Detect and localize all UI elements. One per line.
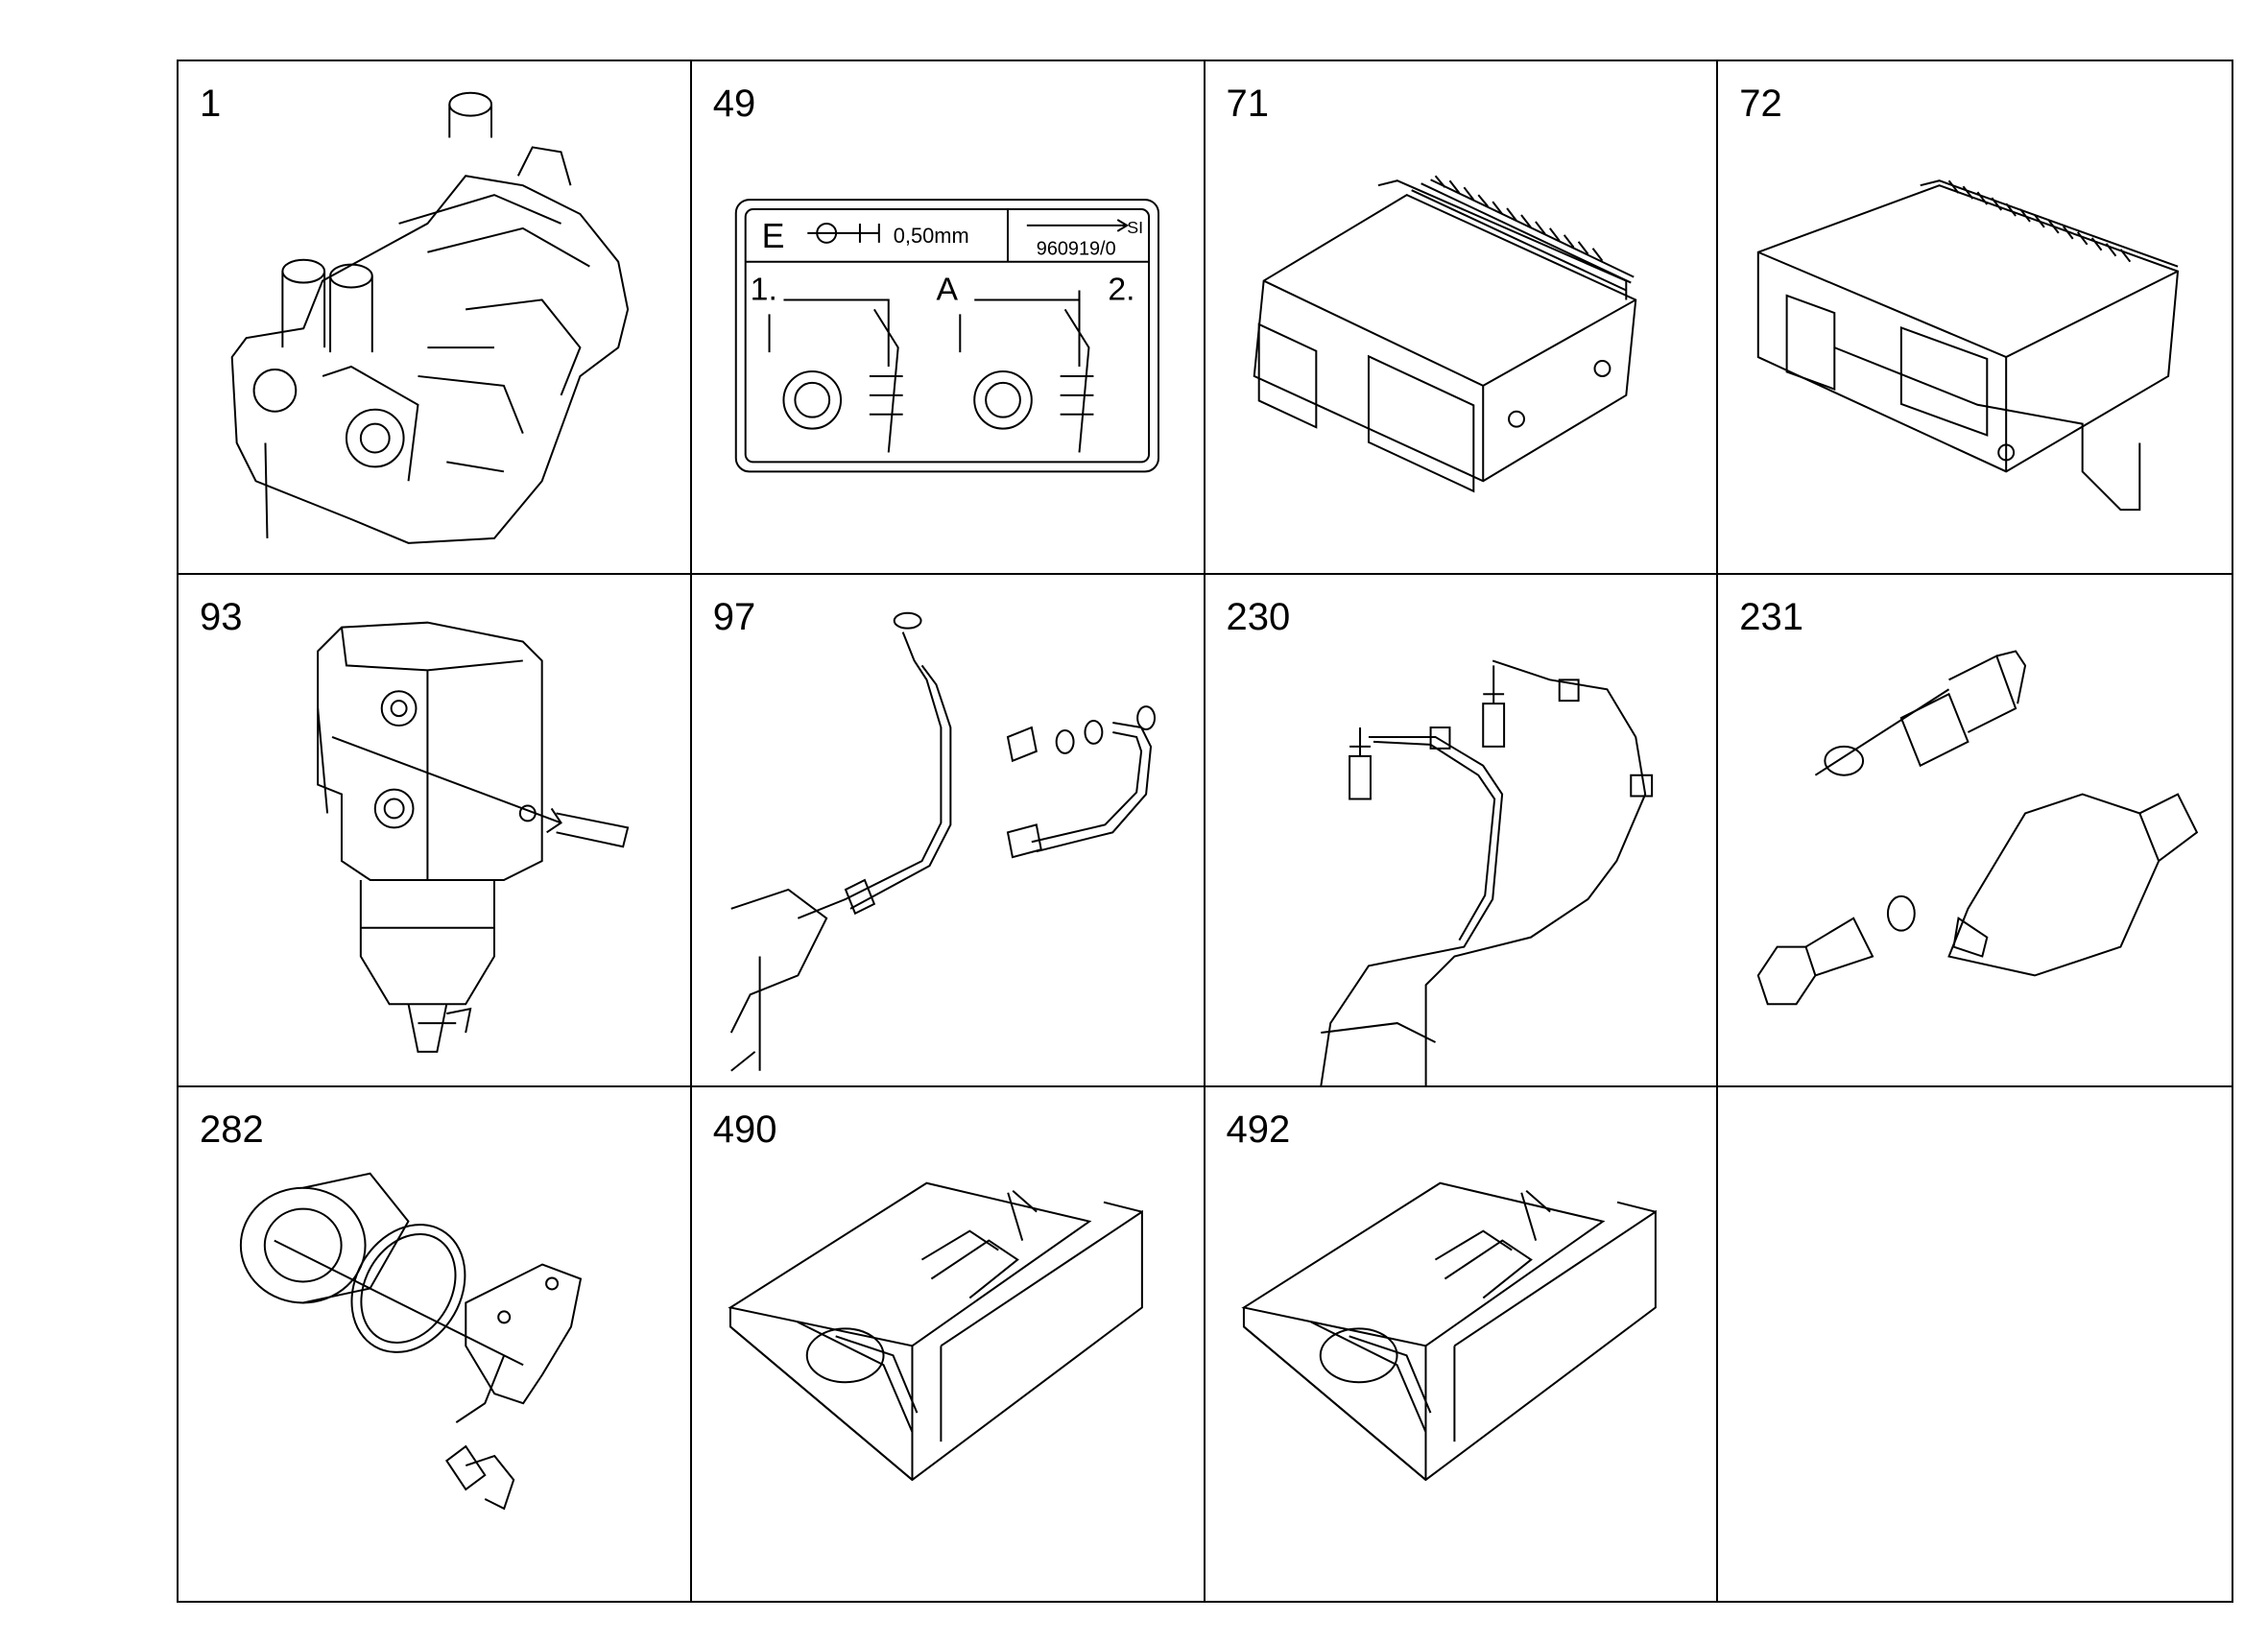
part-number: 97 bbox=[712, 595, 756, 638]
wiring-harness-icon bbox=[1206, 575, 1717, 1086]
control-unit-icon bbox=[1206, 61, 1717, 573]
part-number: 93 bbox=[200, 595, 243, 638]
part-number: 72 bbox=[1739, 83, 1782, 125]
label-step-2: 2. bbox=[1108, 271, 1134, 307]
gasket-kit-box-icon bbox=[1206, 1087, 1717, 1601]
label-code-number: 960919/0 bbox=[1037, 239, 1116, 260]
part-cell-1[interactable]: 1 bbox=[179, 61, 692, 575]
label-letter-e: E bbox=[761, 217, 784, 255]
part-cell-492[interactable]: 492 bbox=[1206, 1087, 1719, 1601]
part-number: 71 bbox=[1226, 83, 1270, 125]
label-code-si: SI bbox=[1127, 218, 1143, 237]
engine-icon bbox=[179, 61, 690, 573]
part-cell-282[interactable]: 282 bbox=[179, 1087, 692, 1601]
part-cell-230[interactable]: 230 bbox=[1205, 574, 1719, 1088]
empty-cell bbox=[1718, 1087, 2232, 1601]
control-unit-bracket-icon bbox=[1718, 61, 2232, 573]
fuel-filter-icon bbox=[179, 575, 690, 1086]
part-cell-72[interactable]: 72 bbox=[1718, 61, 2232, 575]
part-number: 230 bbox=[1226, 595, 1291, 638]
hose-line-icon bbox=[692, 575, 1204, 1086]
part-cell-97[interactable]: 97 bbox=[691, 574, 1206, 1088]
part-number: 282 bbox=[200, 1108, 264, 1152]
gasket-kit-box-icon bbox=[692, 1087, 1204, 1601]
flange-gasket-icon bbox=[179, 1087, 690, 1601]
part-cell-93[interactable]: 93 bbox=[179, 574, 692, 1088]
part-number: 49 bbox=[712, 83, 756, 125]
valve-clearance-label-icon: E 0,50mm SI 960919/0 1. A 2. bbox=[692, 61, 1204, 573]
part-cell-490[interactable]: 490 bbox=[692, 1087, 1206, 1601]
part-number: 492 bbox=[1226, 1108, 1291, 1152]
label-clearance: 0,50mm bbox=[893, 224, 968, 248]
part-number: 1 bbox=[200, 83, 222, 125]
label-letter-a: A bbox=[936, 271, 958, 307]
part-cell-71[interactable]: 71 bbox=[1205, 61, 1719, 575]
part-cell-231[interactable]: 231 bbox=[1718, 575, 2232, 1088]
sensor-set-icon bbox=[1718, 575, 2232, 1086]
parts-grid: 1 49 E 0,50mm SI 960919/0 1. A bbox=[177, 60, 2233, 1603]
label-step-1: 1. bbox=[750, 271, 776, 307]
part-cell-49[interactable]: 49 E 0,50mm SI 960919/0 1. A 2. bbox=[691, 61, 1206, 575]
part-number: 490 bbox=[712, 1108, 777, 1152]
part-number: 231 bbox=[1739, 595, 1803, 638]
